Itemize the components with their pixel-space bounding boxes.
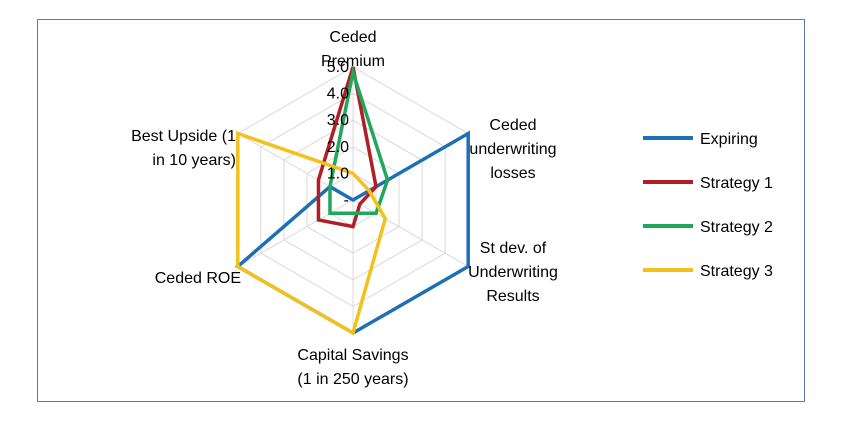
grid-spoke-2: [352, 199, 469, 267]
radar-series: [234, 65, 470, 336]
series-line-strategy-1: [316, 66, 378, 229]
category-label: Ceded ROE: [155, 270, 241, 287]
legend-label: Strategy 3: [700, 263, 773, 280]
tick-label: -: [344, 192, 349, 209]
legend-label: Strategy 1: [700, 175, 773, 192]
legend-item: Expiring: [643, 131, 758, 148]
tick-label: 2.0: [327, 139, 349, 156]
legend-label: Expiring: [700, 131, 758, 148]
tick-label: 4.0: [327, 86, 349, 103]
legend-item: Strategy 3: [643, 263, 773, 280]
grid-spoke-4: [237, 199, 354, 267]
legend-label: Strategy 2: [700, 219, 773, 236]
legend-item: Strategy 2: [643, 219, 773, 236]
series-line-strategy-2: [328, 65, 390, 216]
tick-label: 3.0: [327, 112, 349, 129]
tick-label: 5.0: [327, 59, 349, 76]
tick-label: 1.0: [327, 165, 349, 182]
radial-tick-labels: - 1.0 2.0 3.0 4.0 5.0: [327, 59, 349, 209]
category-label: Capital Savings(1 in 250 years): [297, 347, 408, 388]
series-line-strategy-3: [236, 131, 388, 336]
legend-item: Strategy 1: [643, 175, 773, 192]
